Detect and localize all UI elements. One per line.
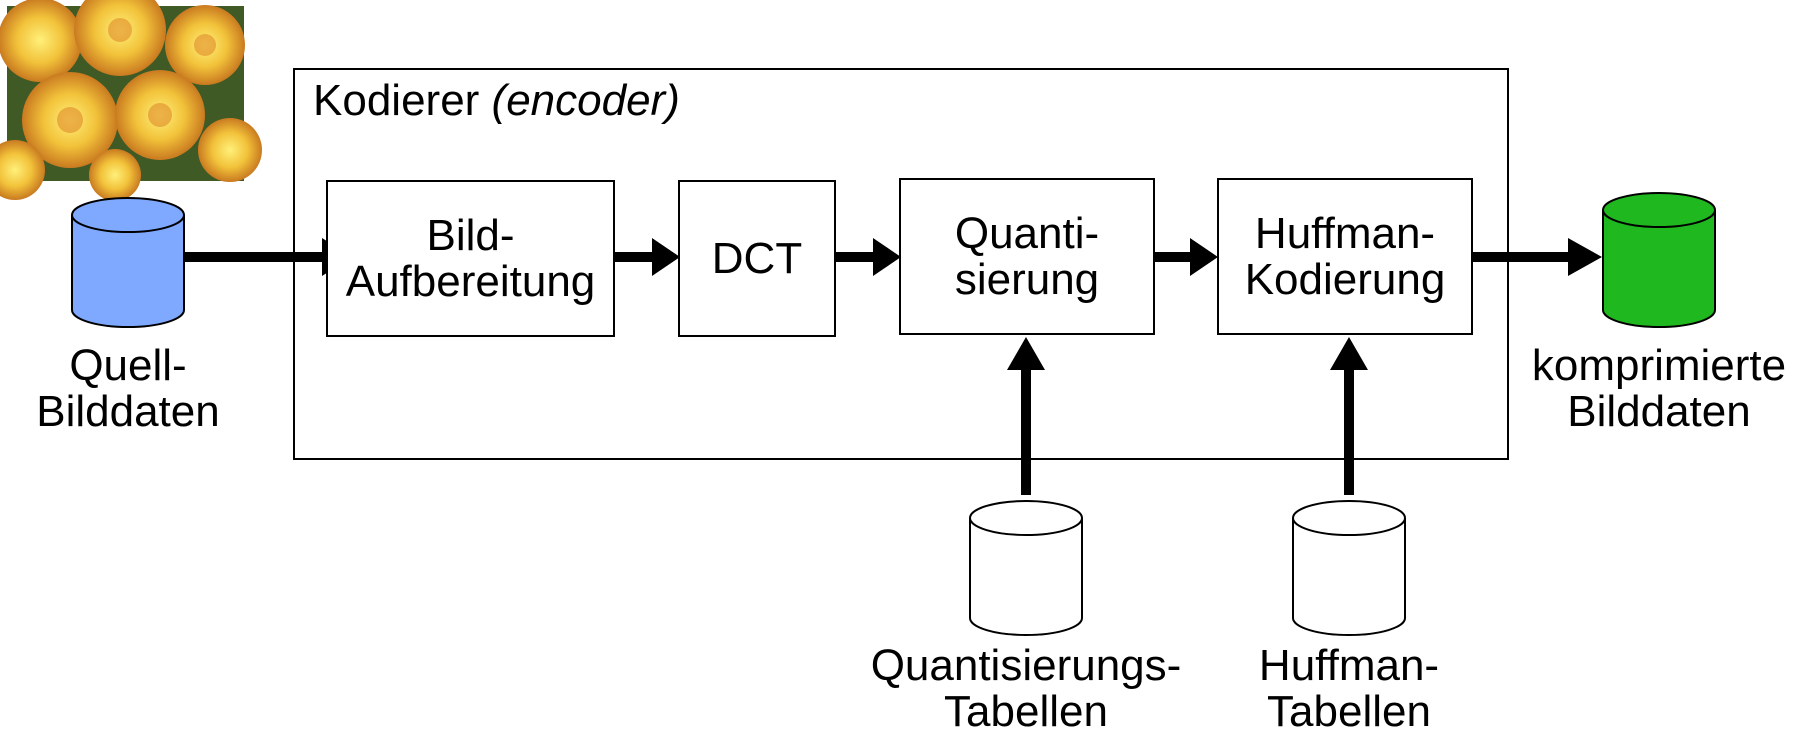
arrow-huffman-tables-to-huffman bbox=[1330, 337, 1368, 495]
huffman-line1: Huffman- bbox=[1254, 208, 1436, 258]
source-label-line2: Bilddaten bbox=[36, 387, 220, 436]
preprocess-line2: Aufbereitung bbox=[345, 256, 596, 306]
quantization-line2: sierung bbox=[954, 254, 1100, 304]
huffman-tables-line2: Tabellen bbox=[1267, 687, 1431, 736]
encoder-title-italic: (encoder) bbox=[491, 76, 680, 125]
quant-tables-database-icon bbox=[969, 500, 1083, 636]
source-database-icon bbox=[71, 197, 185, 328]
preprocess-line1: Bild- bbox=[426, 210, 515, 260]
quant-tables-label: Quantisierungs- Tabellen bbox=[846, 643, 1206, 735]
roses-photo-icon bbox=[0, 0, 262, 201]
arrow-dct-to-quantization bbox=[835, 238, 901, 276]
preprocess-stage: Bild- Aufbereitung bbox=[326, 180, 615, 337]
encoder-title-text: Kodierer bbox=[313, 76, 480, 125]
quantization-stage: Quanti- sierung bbox=[899, 178, 1155, 335]
quant-tables-line2: Tabellen bbox=[944, 687, 1108, 736]
source-label: Quell- Bilddaten bbox=[18, 343, 238, 435]
source-label-line1: Quell- bbox=[69, 341, 187, 390]
quant-tables-line1: Quantisierungs- bbox=[870, 641, 1182, 690]
output-label: komprimierte Bilddaten bbox=[1518, 343, 1800, 435]
arrow-huffman-to-output bbox=[1472, 238, 1602, 276]
quantization-line1: Quanti- bbox=[954, 208, 1100, 258]
arrow-quant-tables-to-quantization bbox=[1007, 337, 1045, 495]
arrow-quantization-to-huffman bbox=[1153, 238, 1218, 276]
dct-stage: DCT bbox=[678, 180, 836, 337]
huffman-stage: Huffman- Kodierung bbox=[1217, 178, 1473, 335]
huffman-tables-label: Huffman- Tabellen bbox=[1224, 643, 1474, 735]
encoder-title: Kodierer (encoder) bbox=[313, 78, 680, 124]
dct-label: DCT bbox=[711, 233, 803, 283]
huffman-line2: Kodierung bbox=[1244, 254, 1446, 304]
huffman-tables-database-icon bbox=[1292, 500, 1406, 636]
output-label-line2: Bilddaten bbox=[1567, 387, 1751, 436]
output-label-line1: komprimierte bbox=[1531, 341, 1787, 390]
output-database-icon bbox=[1602, 192, 1716, 328]
arrow-preprocess-to-dct bbox=[614, 238, 680, 276]
encoder-frame bbox=[293, 68, 1509, 460]
huffman-tables-line1: Huffman- bbox=[1258, 641, 1440, 690]
